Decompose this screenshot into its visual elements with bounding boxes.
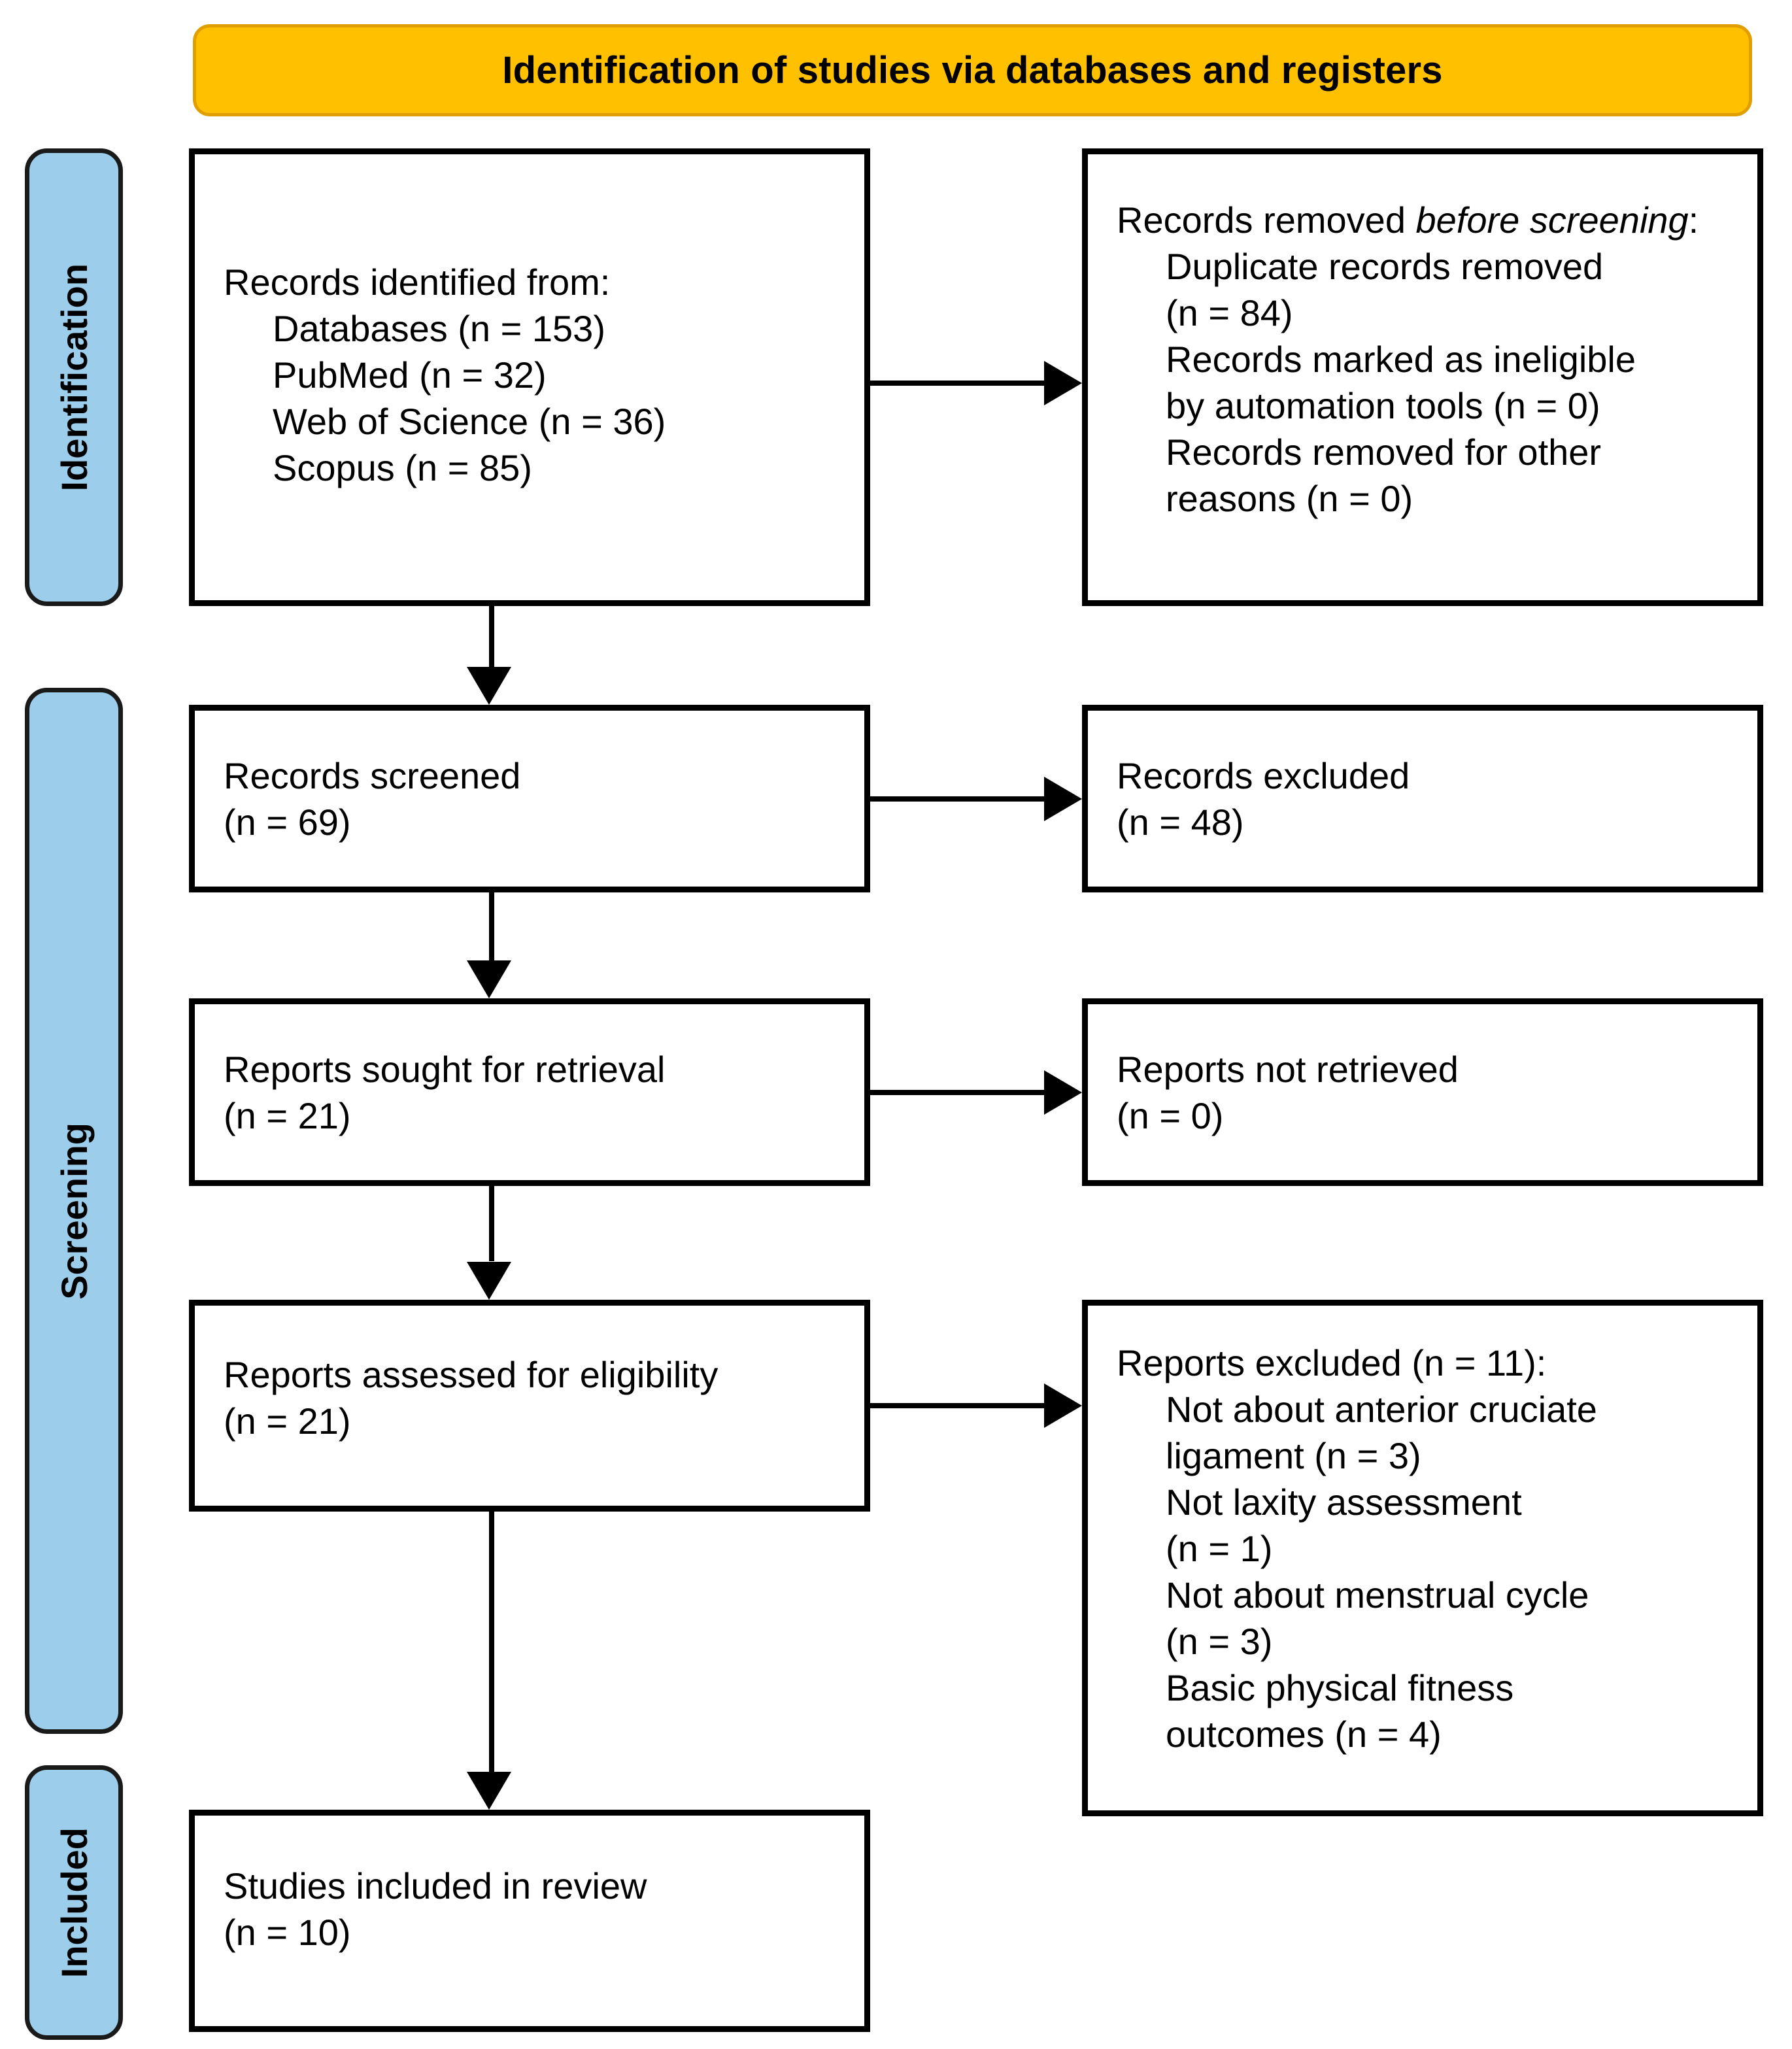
arrow-down-icon-identified-to-screened — [467, 667, 511, 705]
records-identified-item-scopus: Scopus (n = 85) — [273, 447, 532, 488]
phase-label-screening: Screening — [53, 1122, 95, 1300]
diagram-title-banner: Identification of studies via databases … — [193, 24, 1752, 116]
records-identified-item-pubmed: PubMed (n = 32) — [273, 354, 547, 396]
reports-assessed-count: (n = 21) — [224, 1400, 351, 1442]
box-records-excluded-text: Records excluded (n = 48) — [1117, 753, 1742, 845]
reports-excluded-reason-menstrual-1: Not about menstrual cycle — [1166, 1574, 1589, 1616]
box-reports-excluded-text: Reports excluded (n = 11): Not about ant… — [1117, 1340, 1742, 1757]
box-reports-sought-for-retrieval: Reports sought for retrieval (n = 21) — [189, 998, 870, 1186]
box-records-removed-before-screening: Records removed before screening: Duplic… — [1082, 148, 1763, 606]
reports-excluded-reason-menstrual-2: (n = 3) — [1166, 1621, 1273, 1662]
records-removed-item-other-2: reasons (n = 0) — [1166, 478, 1413, 519]
records-excluded-label: Records excluded — [1117, 755, 1410, 796]
records-identified-item-wos: Web of Science (n = 36) — [273, 401, 666, 442]
box-records-identified-text: Records identified from: Databases (n = … — [224, 259, 849, 491]
box-reports-assessed-text: Reports assessed for eligibility (n = 21… — [224, 1351, 849, 1444]
records-removed-item-duplicate-n: (n = 84) — [1166, 292, 1293, 333]
records-removed-item-duplicate: Duplicate records removed — [1166, 246, 1604, 287]
arrow-down-icon-screened-to-sought — [467, 960, 511, 998]
connector-line-identified-to-removed — [870, 381, 1047, 386]
box-records-screened: Records screened (n = 69) — [189, 705, 870, 892]
arrow-down-icon-sought-to-assessed — [467, 1262, 511, 1300]
connector-line-screened-to-excluded — [870, 796, 1047, 802]
records-removed-item-ineligible-1: Records marked as ineligible — [1166, 339, 1636, 380]
records-screened-label: Records screened — [224, 755, 521, 796]
reports-excluded-reason-fitness-1: Basic physical fitness — [1166, 1667, 1514, 1708]
arrow-right-icon-identified-to-removed — [1044, 361, 1082, 405]
connector-line-identified-to-screened — [489, 606, 494, 671]
connector-line-assessed-to-excluded — [870, 1403, 1047, 1408]
reports-excluded-heading: Reports excluded (n = 11): — [1117, 1342, 1547, 1383]
arrow-down-icon-assessed-to-included — [467, 1772, 511, 1810]
phase-bar-screening: Screening — [25, 688, 123, 1734]
reports-excluded-reason-fitness-2: outcomes (n = 4) — [1166, 1714, 1442, 1755]
phase-bar-included: Included — [25, 1765, 123, 2040]
arrow-right-icon-screened-to-excluded — [1044, 777, 1082, 821]
records-removed-heading-italic: before screening — [1415, 199, 1689, 241]
reports-excluded-reason-laxity-2: (n = 1) — [1166, 1528, 1273, 1569]
connector-line-sought-to-assessed — [489, 1186, 494, 1261]
records-excluded-count: (n = 48) — [1117, 802, 1244, 843]
page-title: Identification of studies via databases … — [502, 49, 1443, 92]
connector-line-sought-to-notretrieved — [870, 1090, 1047, 1095]
records-removed-heading-plain: Records removed — [1117, 199, 1416, 241]
records-identified-item-databases: Databases (n = 153) — [273, 308, 605, 349]
box-reports-not-retrieved: Reports not retrieved (n = 0) — [1082, 998, 1763, 1186]
reports-assessed-label: Reports assessed for eligibility — [224, 1354, 718, 1395]
box-records-removed-text: Records removed before screening: Duplic… — [1117, 197, 1742, 522]
connector-line-assessed-to-included — [489, 1512, 494, 1773]
box-reports-excluded: Reports excluded (n = 11): Not about ant… — [1082, 1300, 1763, 1816]
reports-sought-count: (n = 21) — [224, 1095, 351, 1136]
box-reports-assessed-for-eligibility: Reports assessed for eligibility (n = 21… — [189, 1300, 870, 1512]
reports-excluded-reason-acl-1: Not about anterior cruciate — [1166, 1389, 1597, 1430]
arrow-right-icon-assessed-to-excluded — [1044, 1383, 1082, 1428]
reports-excluded-reason-laxity-1: Not laxity assessment — [1166, 1482, 1522, 1523]
studies-included-count: (n = 10) — [224, 1912, 351, 1953]
box-studies-included-in-review: Studies included in review (n = 10) — [189, 1810, 870, 2032]
reports-excluded-reason-acl-2: ligament (n = 3) — [1166, 1435, 1421, 1476]
box-reports-sought-text: Reports sought for retrieval (n = 21) — [224, 1046, 849, 1139]
reports-sought-label: Reports sought for retrieval — [224, 1049, 666, 1090]
box-records-screened-text: Records screened (n = 69) — [224, 753, 849, 845]
box-reports-not-retrieved-text: Reports not retrieved (n = 0) — [1117, 1046, 1742, 1139]
box-records-identified: Records identified from: Databases (n = … — [189, 148, 870, 606]
records-removed-item-ineligible-2: by automation tools (n = 0) — [1166, 385, 1600, 426]
reports-not-retrieved-label: Reports not retrieved — [1117, 1049, 1459, 1090]
phase-label-identification: Identification — [53, 263, 95, 492]
reports-not-retrieved-count: (n = 0) — [1117, 1095, 1224, 1136]
box-studies-included-text: Studies included in review (n = 10) — [224, 1863, 849, 1956]
records-removed-heading-tail: : — [1688, 199, 1699, 241]
records-removed-heading: Records removed before screening: — [1117, 197, 1742, 243]
phase-label-included: Included — [53, 1827, 95, 1978]
records-identified-heading: Records identified from: — [224, 262, 611, 303]
arrow-right-icon-sought-to-notretrieved — [1044, 1070, 1082, 1115]
studies-included-label: Studies included in review — [224, 1865, 647, 1906]
records-removed-item-other-1: Records removed for other — [1166, 432, 1602, 473]
phase-bar-identification: Identification — [25, 148, 123, 606]
records-screened-count: (n = 69) — [224, 802, 351, 843]
box-records-excluded: Records excluded (n = 48) — [1082, 705, 1763, 892]
connector-line-screened-to-sought — [489, 892, 494, 961]
